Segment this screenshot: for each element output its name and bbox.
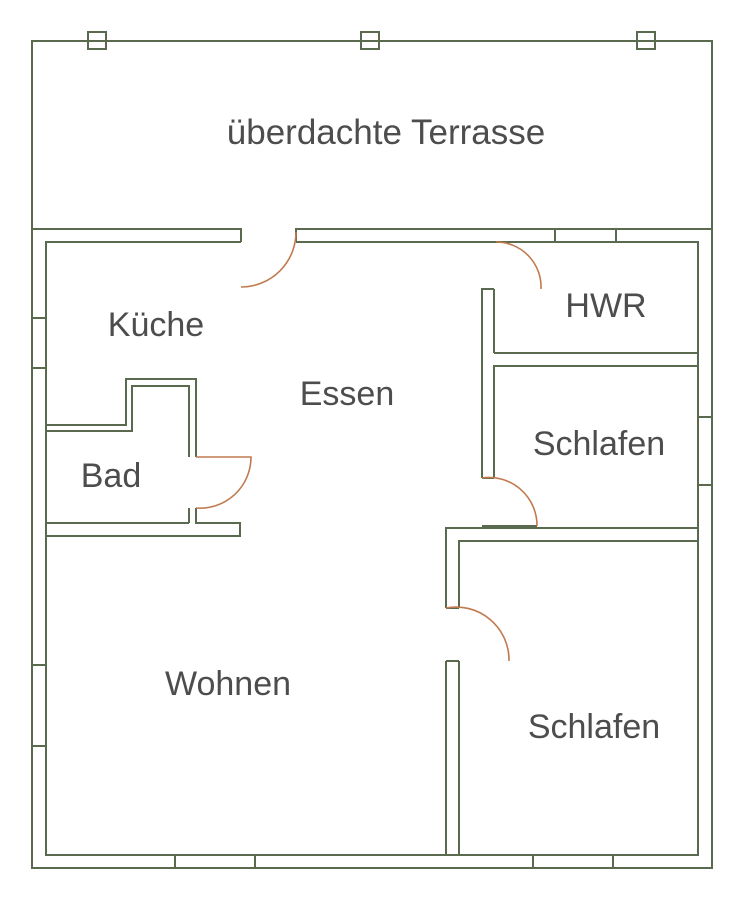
bedroom-1-label: Schlafen: [533, 425, 665, 463]
hwr-door: [495, 241, 542, 290]
bathroom-label: Bad: [81, 457, 142, 495]
bad-door: [195, 456, 252, 509]
outer-walls: [31, 228, 713, 869]
bedroom-2-label: Schlafen: [528, 708, 660, 746]
room-labels: überdachte Terrasse Küche Essen HWR Bad …: [81, 113, 665, 746]
terrace-label: überdachte Terrasse: [227, 113, 545, 152]
terrace-post: [636, 31, 656, 50]
utility-label: HWR: [565, 287, 646, 325]
schlafen-door-1: [481, 476, 538, 527]
interior-walls: [46, 288, 698, 855]
door-swings: [195, 231, 542, 662]
terrace-post: [360, 31, 380, 50]
schlafen-door-2: [445, 606, 510, 662]
living-label: Wohnen: [165, 665, 291, 703]
kitchen-label: Küche: [108, 306, 204, 344]
terrace-structure: [31, 31, 713, 229]
dining-label: Essen: [300, 375, 395, 413]
terrace-post: [87, 31, 107, 50]
entrance-door: [240, 231, 297, 288]
